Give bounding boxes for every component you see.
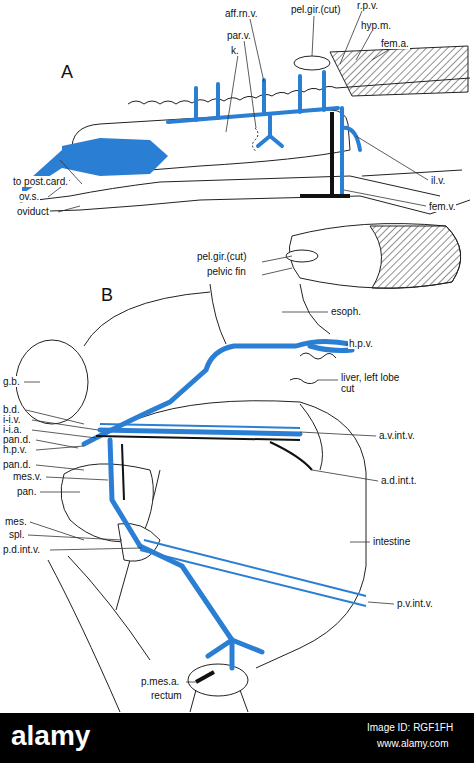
- panel-letter: B: [100, 285, 114, 305]
- watermark-text: www.alamy.com: [376, 738, 450, 749]
- part-label: p.d.int.v.: [2, 544, 41, 555]
- part-label: oviduct: [16, 206, 50, 217]
- part-label: mes.: [4, 516, 28, 527]
- part-label: liver, left lobe cut: [340, 372, 408, 394]
- part-label: a.v.int.v.: [378, 430, 416, 441]
- part-label: p.v.int.v.: [396, 598, 434, 609]
- part-label: spl.: [8, 529, 26, 540]
- panel-b-outline: [16, 284, 366, 712]
- part-label: h.p.v.: [348, 338, 374, 349]
- panel-b-veins: [84, 341, 366, 682]
- watermark-text: Image ID: RGF1FH: [366, 722, 454, 733]
- part-label: pan.: [16, 486, 37, 497]
- part-label: aff.rn.v.: [224, 8, 258, 19]
- watermark-bar: [0, 713, 474, 763]
- part-label: hyp.m.: [360, 20, 392, 31]
- part-label: r.p.v.: [356, 0, 379, 11]
- part-label: intestine: [372, 536, 411, 547]
- part-label: par.v.: [226, 30, 252, 41]
- panel-a-outline: [20, 46, 470, 288]
- part-label: il.v.: [430, 175, 446, 186]
- part-label: mes.v.: [12, 471, 43, 482]
- part-label: esoph.: [330, 306, 362, 317]
- part-label: to post.card.: [12, 176, 69, 187]
- part-label: fem.v.: [428, 201, 456, 212]
- panel-letter: A: [60, 62, 74, 82]
- part-label: pel.gir.(cut): [290, 4, 341, 15]
- part-label: a.d.int.t.: [380, 475, 418, 486]
- part-label: pelvic fin: [206, 266, 247, 277]
- part-label: h.p.v.: [2, 444, 28, 455]
- part-label: p.mes.a.: [140, 676, 180, 687]
- part-label: pan.d.: [2, 459, 32, 470]
- watermark-text: alamy: [10, 720, 91, 751]
- part-label: fem.a.: [380, 38, 410, 49]
- part-label: g.b.: [2, 376, 21, 387]
- part-label: rectum: [150, 690, 183, 701]
- leader-lines: [24, 11, 428, 682]
- part-label: ov.s.: [18, 191, 40, 202]
- part-label: k.: [230, 45, 240, 56]
- panel-a-veins: [22, 72, 360, 196]
- part-label: pel.gir.(cut): [196, 251, 247, 262]
